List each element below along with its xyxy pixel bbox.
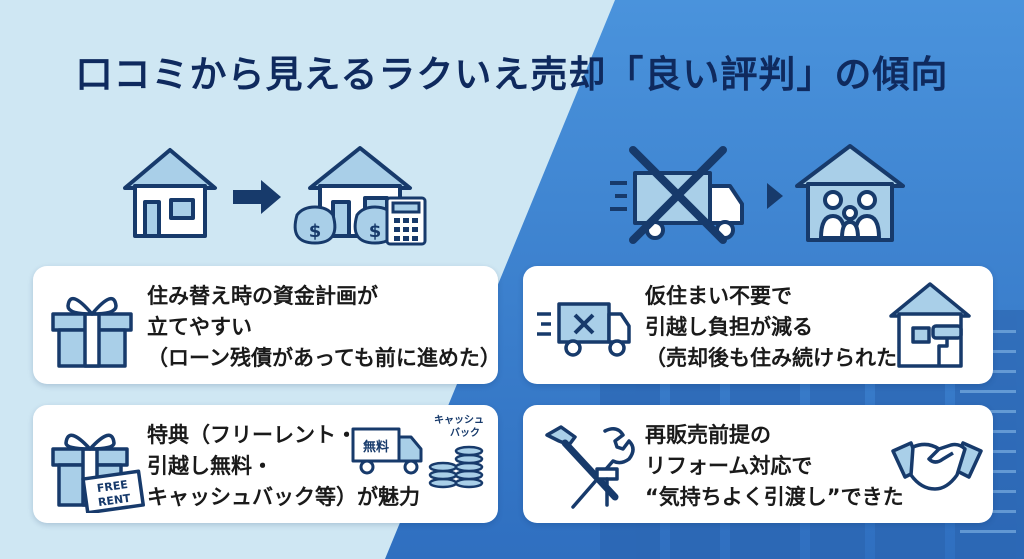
card-benefits: FREE RENT 特典（フリーレント・ 引越し無料・ キャッシュバック等）が魅…	[33, 405, 498, 523]
family-house-icon	[795, 144, 905, 242]
card-text: 住み替え時の資金計画が 立てやすい （ローン残債があっても前に進めた）	[147, 281, 501, 374]
crossed-out-mark	[629, 146, 727, 244]
card-line: 引越し無料・	[147, 454, 273, 478]
card-line: “気持ちよく引渡し”できた	[645, 485, 904, 509]
svg-text:$: $	[309, 221, 322, 242]
calculator-icon	[385, 196, 427, 246]
card-funding-plan: 住み替え時の資金計画が 立てやすい （ローン残債があっても前に進めた）	[33, 266, 501, 384]
card-text: 再販売前提の リフォーム対応で “気持ちよく引渡し”できた	[645, 420, 904, 513]
card-line: （売却後も住み続けられた）	[645, 346, 918, 370]
card-renovation: 再販売前提の リフォーム対応で “気持ちよく引渡し”できた	[523, 405, 993, 523]
house-paint-roller-icon	[889, 282, 971, 368]
page-title: 口コミから見えるラクいえ売却「良い評判」の傾向	[75, 53, 949, 96]
card-text: 特典（フリーレント・ 引越し無料・ キャッシュバック等）が魅力	[147, 420, 420, 513]
card-line: 引越し負担が減る	[645, 315, 813, 339]
cashback-label-2: バック	[450, 427, 480, 439]
moving-truck-icon	[610, 171, 744, 240]
badge-free: FREE	[96, 478, 129, 495]
free-moving-truck-icon: 無料	[351, 427, 423, 475]
card-line: 再販売前提の	[645, 423, 771, 447]
hammer-wrench-icon	[545, 425, 635, 509]
card-line: リフォーム対応で	[645, 454, 813, 478]
coin-stack-icon: キャッシュ バック	[428, 414, 484, 489]
arrow-right-icon	[233, 180, 281, 214]
card-line: （ローン残債があっても前に進めた）	[147, 346, 501, 370]
badge-rent: RENT	[97, 492, 132, 509]
card-line: 立てやすい	[147, 315, 252, 339]
card-no-temporary-housing: 仮住まい不要で 引越し負担が減る （売却後も住み続けられた）	[523, 266, 993, 384]
card-line: 特典（フリーレント・	[147, 423, 357, 447]
moving-truck-x-icon	[537, 302, 631, 357]
svg-text:$: $	[369, 221, 382, 242]
gift-box-free-rent-icon: FREE RENT	[51, 433, 145, 513]
cashback-label-1: キャッシュ	[434, 414, 484, 426]
money-bag-icon: $	[293, 205, 337, 245]
card-line: 仮住まい不要で	[645, 284, 792, 308]
gift-box-icon	[51, 296, 133, 368]
card-line: キャッシュバック等）が魅力	[147, 485, 420, 509]
handshake-icon	[891, 441, 983, 491]
hero-right-illustration	[610, 144, 905, 244]
house-icon	[123, 148, 217, 238]
truck-free-label: 無料	[363, 439, 389, 455]
card-text: 仮住まい不要で 引越し負担が減る （売却後も住み続けられた）	[645, 281, 918, 374]
arrow-right-icon	[767, 183, 783, 209]
card-line: 住み替え時の資金計画が	[147, 284, 378, 308]
hero-left-illustration: $ $	[123, 146, 427, 246]
